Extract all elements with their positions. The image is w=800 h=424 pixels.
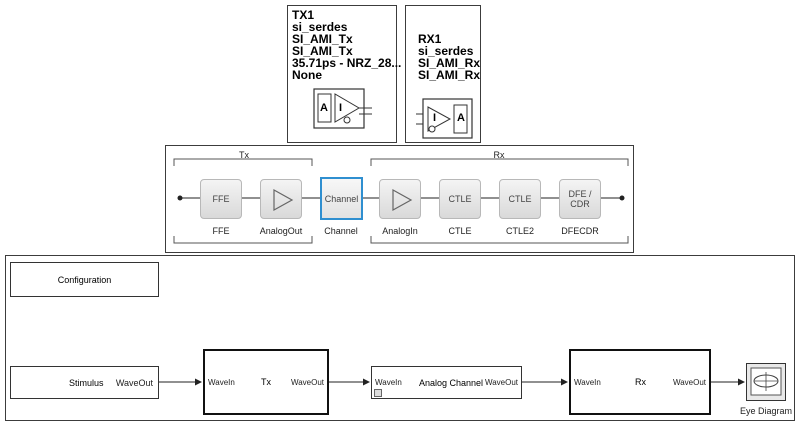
rx-waveout-port: WaveOut xyxy=(672,378,706,387)
tx-wavein-port: WaveIn xyxy=(208,378,235,387)
ffe-block[interactable]: FFE xyxy=(200,179,242,219)
ffe-label: FFE xyxy=(212,226,230,236)
tx-waveout-port: WaveOut xyxy=(290,378,324,387)
eye-diagram-icon xyxy=(750,367,782,396)
tx1-block[interactable]: TX1 si_serdes SI_AMI_Tx SI_AMI_Tx 35.71p… xyxy=(287,5,401,143)
tx1-type: si_serdes xyxy=(292,20,348,34)
stimulus-waveout-port: WaveOut xyxy=(115,378,153,388)
channel-waveout-port: WaveOut xyxy=(484,378,518,387)
channel-label: Channel xyxy=(324,226,358,236)
stimulus-block[interactable]: Stimulus WaveOut xyxy=(10,366,159,399)
rx1-type: si_serdes xyxy=(418,44,474,58)
eye-diagram-label: Eye Diagram xyxy=(739,406,793,416)
tx-group-label: Tx xyxy=(239,150,249,160)
ctle-label: CTLE xyxy=(448,226,472,236)
analog-channel-block[interactable]: WaveIn Analog Channel WaveOut xyxy=(371,366,522,399)
ctle-block-text: CTLE xyxy=(448,194,472,204)
tx-subsystem[interactable]: WaveIn Tx WaveOut xyxy=(203,349,329,415)
tx1-model: SI_AMI_Tx xyxy=(292,32,353,46)
stimulus-label: Stimulus xyxy=(69,378,104,388)
serdes-chain-panel: Tx Rx FFE FFE AnalogOut Channel Channel … xyxy=(165,145,634,253)
signal-wires xyxy=(159,378,745,386)
dfecdr-block-text: DFE / CDR xyxy=(568,189,592,209)
library-link-icon xyxy=(374,389,382,397)
eye-diagram-block[interactable] xyxy=(746,363,786,401)
tx-icon-letter-i: I xyxy=(339,102,343,114)
analogout-label: AnalogOut xyxy=(259,226,303,236)
rx1-name: RX1 xyxy=(418,32,442,46)
configuration-block[interactable]: Configuration xyxy=(10,262,159,297)
rx-ami-icon: I A xyxy=(416,98,476,139)
rx-wavein-port: WaveIn xyxy=(574,378,601,387)
analog-channel-label: Analog Channel xyxy=(419,378,484,388)
tx1-param: SI_AMI_Tx xyxy=(292,44,353,58)
amplifier-icon xyxy=(392,188,413,212)
chain-wiring xyxy=(173,158,629,244)
configuration-label: Configuration xyxy=(57,274,112,285)
rx1-block[interactable]: RX1 si_serdes SI_AMI_Rx SI_AMI_Rx I A xyxy=(405,5,481,143)
rx-icon-letter-i: I xyxy=(433,112,437,124)
rx1-param: SI_AMI_Rx xyxy=(418,68,481,82)
model-area: Configuration Stimulus WaveOut WaveIn Tx… xyxy=(5,255,795,421)
tx1-symbol-time: 35.71ps - NRZ_28... xyxy=(292,56,402,70)
dfecdr-label: DFECDR xyxy=(561,226,599,236)
rx-group-label: Rx xyxy=(493,150,505,160)
amplifier-icon xyxy=(273,188,294,212)
rx-subsystem-label: Rx xyxy=(635,377,646,387)
rx1-model: SI_AMI_Rx xyxy=(418,56,481,70)
tx1-option: None xyxy=(292,68,322,82)
channel-block[interactable]: Channel xyxy=(320,177,363,220)
dfecdr-block[interactable]: DFE / CDR xyxy=(559,179,601,219)
tx-subsystem-label: Tx xyxy=(261,377,271,387)
ctle2-block[interactable]: CTLE xyxy=(499,179,541,219)
tx-icon-letter-a: A xyxy=(320,102,328,114)
ctle2-label: CTLE2 xyxy=(505,226,534,236)
ctle-block[interactable]: CTLE xyxy=(439,179,481,219)
rx-subsystem[interactable]: WaveIn Rx WaveOut xyxy=(569,349,711,415)
analogin-block[interactable] xyxy=(379,179,421,219)
analogout-block[interactable] xyxy=(260,179,302,219)
rx-icon-letter-a: A xyxy=(457,112,465,124)
tx1-name: TX1 xyxy=(292,8,315,22)
ctle2-block-text: CTLE xyxy=(508,194,532,204)
tx-ami-icon: A I xyxy=(313,88,374,129)
ffe-block-text: FFE xyxy=(212,194,230,204)
analogin-label: AnalogIn xyxy=(382,226,418,236)
channel-wavein-port: WaveIn xyxy=(375,378,402,387)
channel-block-text: Channel xyxy=(324,193,359,204)
